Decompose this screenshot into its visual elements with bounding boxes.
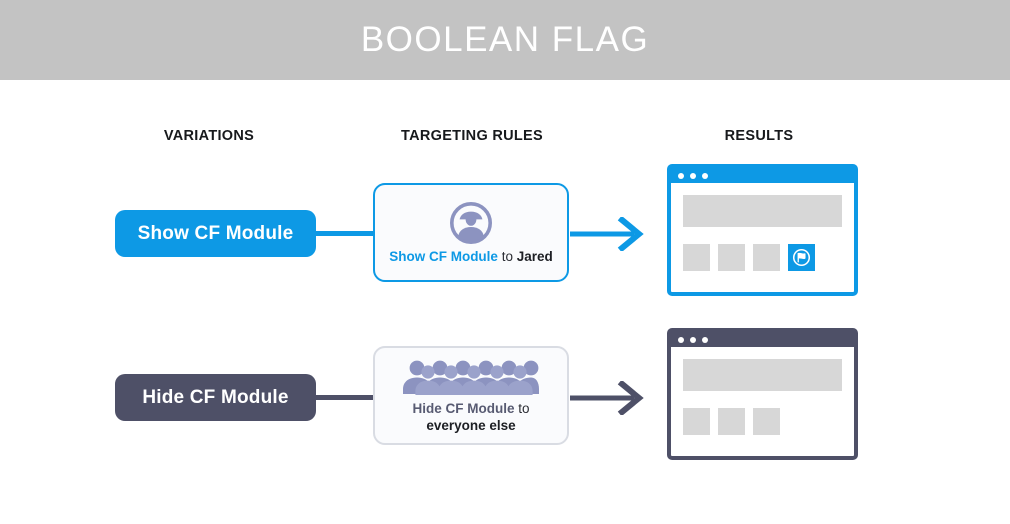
rule-audience-label-hide: everyone else: [426, 417, 516, 433]
page-title: BOOLEAN FLAG: [360, 20, 650, 59]
browser-content-area: [671, 183, 854, 292]
window-dot-icon: [690, 336, 696, 343]
browser-titlebar: [671, 332, 854, 347]
rule-connector-label-hide: to: [518, 400, 530, 416]
column-header-results: RESULTS: [724, 128, 794, 144]
content-tile: [718, 408, 745, 435]
targeting-rule-card-hide[interactable]: Hide CF Module to everyone else: [373, 346, 569, 445]
browser-content-area: [671, 347, 854, 456]
flag-rule-row-hide: Hide CF Module: [0, 318, 1010, 478]
arrow-right-icon-show: [570, 215, 650, 253]
variation-pill-hide[interactable]: Hide CF Module: [115, 374, 316, 421]
content-tile: [683, 244, 710, 271]
connector-line-show: [316, 231, 374, 236]
chat-bubble-flag-icon: [792, 248, 811, 267]
content-tile: [718, 244, 745, 271]
content-tile-row: [683, 408, 842, 435]
column-header-targeting-rules: TARGETING RULES: [401, 128, 543, 144]
targeting-rule-card-show[interactable]: Show CF Module to Jared: [373, 183, 569, 282]
column-header-row: VARIATIONS TARGETING RULES RESULTS: [0, 128, 1010, 150]
targeting-rule-text-show: Show CF Module to Jared: [389, 248, 553, 265]
content-tile-row: [683, 244, 842, 271]
rule-action-label-show: Show CF Module: [389, 249, 498, 264]
result-browser-window-show[interactable]: [667, 164, 858, 296]
browser-titlebar: [671, 168, 854, 183]
window-dot-icon: [690, 172, 696, 179]
flag-rule-row-show: Show CF Module Show CF Module to Jared: [0, 155, 1010, 315]
rule-action-label-hide: Hide CF Module: [412, 400, 515, 416]
content-placeholder-block: [683, 195, 842, 227]
content-tile: [683, 408, 710, 435]
single-person-icon: [449, 200, 493, 246]
content-tile: [753, 408, 780, 435]
result-browser-window-hide[interactable]: [667, 328, 858, 460]
targeting-rule-text-hide: Hide CF Module to everyone else: [412, 400, 529, 434]
page-header: BOOLEAN FLAG: [0, 0, 1010, 80]
window-dot-icon: [702, 336, 708, 343]
cf-module-tile[interactable]: [788, 244, 815, 271]
column-header-variations: VARIATIONS: [163, 128, 255, 144]
rule-connector-label-show: to: [501, 249, 513, 264]
content-placeholder-block: [683, 359, 842, 391]
connector-line-hide: [316, 395, 374, 400]
window-dot-icon: [702, 172, 708, 179]
crowd-of-people-icon: [403, 358, 539, 396]
window-dot-icon: [678, 336, 684, 343]
window-dot-icon: [678, 172, 684, 179]
variation-pill-show[interactable]: Show CF Module: [115, 210, 316, 257]
rule-audience-label-show: Jared: [516, 249, 553, 264]
content-tile: [753, 244, 780, 271]
arrow-right-icon-hide: [570, 379, 650, 417]
